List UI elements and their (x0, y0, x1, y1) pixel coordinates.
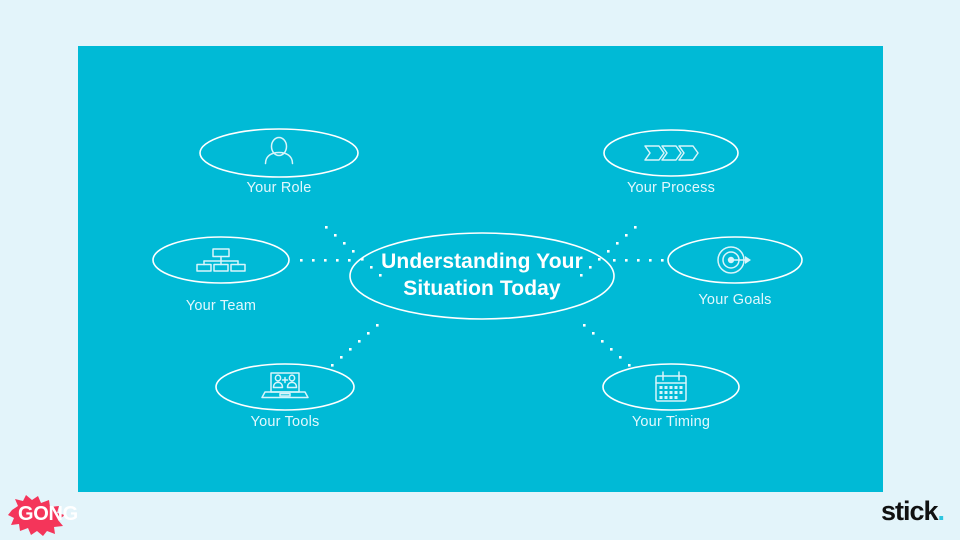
node-timing[interactable] (602, 363, 740, 411)
node-label-role: Your Role (246, 180, 312, 196)
timing-ellipse (602, 363, 740, 411)
user-icon (264, 136, 294, 165)
connector-tools-to-center (331, 324, 379, 367)
node-label-goals: Your Goals (698, 292, 772, 308)
node-role[interactable] (199, 128, 359, 178)
connector-role-to-center (325, 226, 382, 277)
org-chart-icon (196, 248, 246, 272)
target-arrow-icon (717, 246, 751, 274)
laptop-people-icon (261, 372, 309, 399)
stick-wordmark: stick (880, 496, 939, 526)
center-title-line2: Situation Today (403, 277, 561, 300)
node-team[interactable] (152, 236, 290, 284)
team-ellipse (152, 236, 290, 284)
role-ellipse (199, 128, 359, 178)
calendar-icon (655, 371, 687, 402)
node-label-process: Your Process (626, 180, 716, 196)
gong-logo: GONG (8, 492, 100, 536)
process-ellipse (603, 129, 739, 177)
connector-process-to-center (580, 226, 637, 277)
node-label-team: Your Team (185, 298, 257, 314)
tools-ellipse (215, 363, 355, 411)
mind-map-diagram: .ell { fill: none; stroke: #ffffff; stro… (152, 128, 803, 411)
node-goals[interactable] (667, 236, 803, 284)
connector-team-to-center (300, 259, 351, 262)
starburst-badge-icon (8, 495, 65, 536)
node-label-tools: Your Tools (250, 414, 320, 430)
diagram-panel: .ell { fill: none; stroke: #ffffff; stro… (78, 46, 883, 492)
node-label-timing: Your Timing (631, 414, 711, 430)
connector-goals-to-center (613, 259, 664, 262)
node-process[interactable] (603, 129, 739, 177)
center-title: Understanding Your Situation Today (362, 249, 602, 303)
node-tools[interactable] (215, 363, 355, 411)
process-chevrons-icon (644, 145, 699, 161)
center-title-line1: Understanding Your (381, 250, 583, 274)
connector-timing-to-center (583, 324, 631, 367)
goals-ellipse (667, 236, 803, 284)
center-ellipse (349, 232, 615, 320)
stick-dot: . (937, 496, 944, 526)
stick-logo: stick. (880, 496, 945, 526)
gong-wordmark: GONG (18, 503, 78, 525)
